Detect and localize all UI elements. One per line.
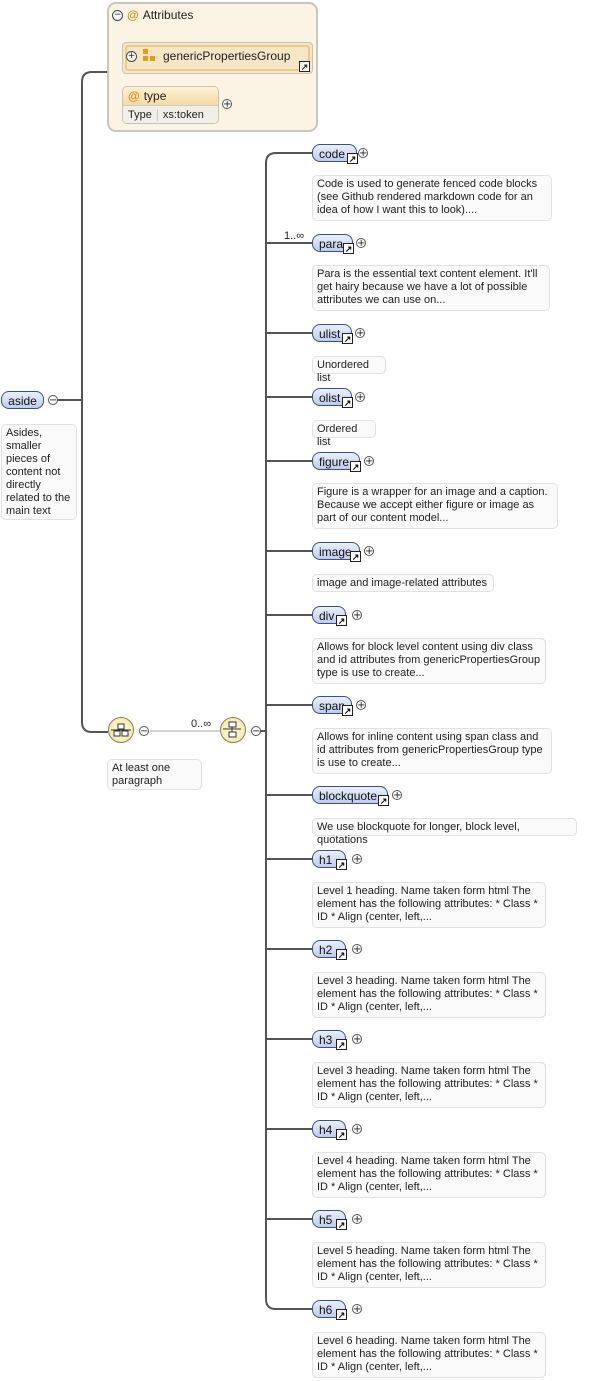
element-para-doc: Para is the essential text content eleme… (312, 265, 550, 311)
element-code-doc: Code is used to generate fenced code blo… (312, 175, 552, 221)
sequence-documentation: At least one paragraph (107, 759, 202, 790)
expand-h5-icon[interactable]: + (352, 1214, 362, 1225)
collapse-choice-icon[interactable]: − (251, 726, 261, 737)
element-span-doc: Allows for inline content using span cla… (312, 728, 552, 774)
element-h4[interactable]: h4↗ (312, 1120, 347, 1140)
expand-h6-icon[interactable]: + (352, 1304, 362, 1315)
element-h6-doc: Level 6 heading. Name taken form html Th… (312, 1332, 546, 1378)
type-value: xs:token (156, 109, 209, 121)
expand-h1-icon[interactable]: + (352, 854, 362, 865)
element-div-doc: Allows for block level content using div… (312, 638, 546, 684)
expand-h2-icon[interactable]: + (352, 944, 362, 955)
link-arrow-icon: ↗ (342, 333, 353, 344)
link-arrow-icon: ↗ (342, 397, 353, 408)
element-h5[interactable]: h5↗ (312, 1210, 347, 1230)
link-arrow-icon: ↗ (336, 949, 347, 960)
element-olist-doc: Ordered list (312, 420, 376, 448)
element-image[interactable]: image↗ (312, 542, 361, 562)
sequence-cardinality: 0..∞ (191, 718, 212, 730)
element-h1[interactable]: h1↗ (312, 850, 347, 870)
expand-type-icon[interactable]: + (222, 99, 232, 110)
element-blockquote[interactable]: blockquote↗ (312, 786, 389, 806)
link-arrow-icon: ↗ (336, 859, 347, 870)
collapse-aside-icon[interactable]: − (48, 395, 58, 406)
sequence-compositor[interactable] (108, 717, 134, 743)
expand-ulist-icon[interactable]: + (355, 328, 365, 339)
link-arrow-icon: ↗ (378, 795, 389, 806)
attribute-at-icon: @ (128, 89, 140, 103)
root-documentation: Asides, smaller pieces of content not di… (1, 424, 77, 520)
element-olist[interactable]: olist↗ (312, 388, 353, 408)
attributes-panel: − @ Attributes + genericPropertiesGroup … (107, 2, 318, 132)
element-h6[interactable]: h6↗ (312, 1300, 347, 1320)
root-element-label: aside (8, 394, 37, 408)
expand-code-icon[interactable]: + (358, 148, 368, 159)
element-h2[interactable]: h2↗ (312, 940, 347, 960)
expand-para-icon[interactable]: + (356, 238, 366, 249)
element-span[interactable]: span↗ (312, 696, 353, 716)
collapse-sequence-icon[interactable]: − (139, 726, 149, 737)
attributes-header: − @ Attributes (112, 8, 193, 22)
element-h4-doc: Level 4 heading. Name taken form html Th… (312, 1152, 546, 1198)
choice-cardinality: 1..∞ (284, 230, 305, 242)
link-arrow-icon: ↗ (336, 1219, 347, 1230)
element-h5-doc: Level 5 heading. Name taken form html Th… (312, 1242, 546, 1288)
element-code[interactable]: code↗ (312, 144, 358, 164)
expand-figure-icon[interactable]: + (364, 456, 374, 467)
choice-compositor[interactable] (220, 717, 246, 743)
sequence-icon (111, 723, 131, 737)
link-arrow-icon: ↗ (336, 1129, 347, 1140)
expand-div-icon[interactable]: + (352, 610, 362, 621)
root-element-aside[interactable]: aside (1, 391, 44, 409)
expand-image-icon[interactable]: + (364, 546, 374, 557)
link-arrow-icon: ↗ (350, 461, 361, 472)
expand-h3-icon[interactable]: + (352, 1034, 362, 1045)
collapse-attributes-icon[interactable]: − (112, 9, 123, 21)
choice-icon (223, 721, 241, 738)
link-arrow-icon: ↗ (350, 551, 361, 562)
expand-h4-icon[interactable]: + (352, 1124, 362, 1135)
element-h3-doc: Level 3 heading. Name taken form html Th… (312, 1062, 546, 1108)
link-arrow-icon: ↗ (342, 705, 353, 716)
link-arrow-icon: ↗ (336, 615, 347, 626)
generic-properties-group[interactable]: + genericPropertiesGroup ↗ (122, 42, 313, 74)
element-image-doc: image and image-related attributes (312, 574, 494, 592)
element-ulist-doc: Unordered list (312, 356, 386, 384)
element-h1-doc: Level 1 heading. Name taken form html Th… (312, 882, 546, 928)
link-arrow-icon: ↗ (347, 153, 358, 164)
element-figure[interactable]: figure↗ (312, 452, 361, 472)
expand-blockquote-icon[interactable]: + (392, 790, 402, 801)
type-attribute-box[interactable]: @ type Type xs:token (122, 86, 219, 124)
link-arrow-icon: ↗ (336, 1039, 347, 1050)
element-div[interactable]: div↗ (312, 606, 347, 626)
expand-olist-icon[interactable]: + (355, 392, 365, 403)
attribute-name: type (143, 89, 167, 103)
element-ulist[interactable]: ulist↗ (312, 324, 353, 344)
link-arrow-icon: ↗ (343, 243, 354, 254)
element-figure-doc: Figure is a wrapper for an image and a c… (312, 483, 558, 529)
group-name: genericPropertiesGroup (163, 49, 291, 63)
attribute-at-icon: @ (127, 8, 139, 22)
link-arrow-icon: ↗ (336, 1309, 347, 1320)
type-attribute-header: @ type (123, 87, 218, 105)
attribute-group-icon (143, 49, 157, 63)
element-blockquote-doc: We use blockquote for longer, block leve… (312, 818, 577, 846)
group-link-icon[interactable]: ↗ (299, 61, 310, 72)
element-para[interactable]: para↗ (312, 234, 354, 254)
type-label: Type (128, 109, 152, 121)
type-row: Type xs:token (123, 105, 218, 123)
element-h2-doc: Level 3 heading. Name taken form html Th… (312, 972, 546, 1018)
expand-span-icon[interactable]: + (356, 700, 366, 711)
expand-group-icon[interactable]: + (126, 50, 137, 62)
attributes-title: Attributes (142, 8, 194, 22)
element-h3[interactable]: h3↗ (312, 1030, 347, 1050)
